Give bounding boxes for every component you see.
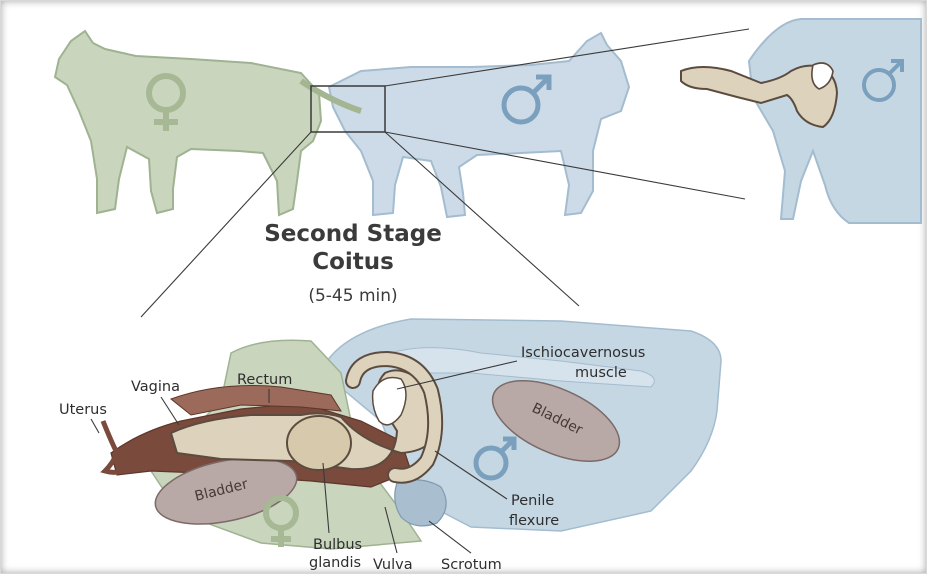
leader-scrotum xyxy=(429,521,471,553)
scrotum xyxy=(395,480,446,526)
title-line-1: Second Stage xyxy=(264,221,442,247)
title-duration: (5-45 min) xyxy=(308,286,397,306)
label-ischio-1: Ischiocavernosus xyxy=(521,345,645,361)
label-bulbus-2: glandis xyxy=(309,555,361,571)
label-penile-1: Penile xyxy=(511,493,554,509)
female-dog-silhouette xyxy=(55,31,321,215)
label-bulbus-1: Bulbus xyxy=(313,537,362,553)
label-penile-2: flexure xyxy=(509,513,559,529)
leader-uterus xyxy=(91,419,99,433)
label-uterus: Uterus xyxy=(59,402,107,418)
zoom-line-right xyxy=(385,132,579,306)
label-vulva: Vulva xyxy=(373,557,413,573)
label-scrotum: Scrotum xyxy=(441,557,502,573)
inset-male-dog xyxy=(749,19,921,223)
label-ischio-2: muscle xyxy=(575,365,627,381)
label-rectum: Rectum xyxy=(237,372,292,388)
bulbus-glandis xyxy=(287,416,351,470)
label-vagina: Vagina xyxy=(131,379,180,395)
title-line-2: Coitus xyxy=(312,249,394,275)
male-dog-silhouette xyxy=(329,33,629,217)
